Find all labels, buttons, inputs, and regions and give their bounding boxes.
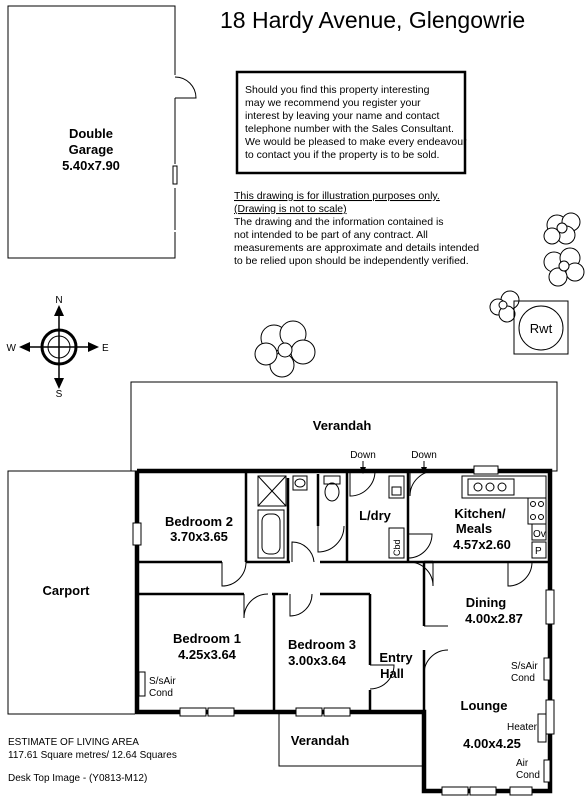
compass-n: N	[55, 295, 62, 306]
verandah-bottom	[278, 712, 424, 767]
notice-border	[235, 70, 467, 175]
estimate-value: 117.61 Square metres/ 12.64 Squares	[8, 750, 177, 761]
verandah-bottom-label: Verandah	[291, 733, 350, 748]
compass-s: S	[56, 389, 63, 400]
rwt-circle	[518, 305, 564, 351]
disclaimer-line-2: not intended to be part of any contract.…	[234, 229, 428, 241]
notice-line-5: We would be pleased to make every endeav…	[245, 136, 467, 148]
garage-label-2: Garage	[69, 142, 114, 157]
heater-label: Heater	[507, 722, 538, 733]
bed1-ss-air-1: S/sAir	[149, 676, 176, 687]
bedroom1-size: 4.25x3.64	[178, 647, 237, 662]
rain-water-tank: Rwt	[513, 300, 569, 355]
disclaimer-underlined-2: (Drawing is not to scale)	[234, 203, 347, 215]
door-swings	[221, 470, 533, 690]
rwt-label: Rwt	[530, 321, 553, 336]
garage-size: 5.40x7.90	[62, 158, 120, 173]
lounge-ss-air-2: Cond	[511, 673, 535, 684]
kitchen-fixtures: Ov P	[461, 475, 547, 559]
garage-outline	[7, 5, 176, 259]
bed1-aircon-unit	[138, 671, 146, 697]
notice-line-2: may we recommend you register your	[245, 97, 421, 109]
notice-line-1: Should you find this property interestin…	[245, 84, 430, 96]
lounge-name: Lounge	[461, 698, 508, 713]
notice-line-3: interest by leaving your name and contac…	[245, 110, 439, 122]
air-cond-2: Cond	[516, 770, 540, 781]
carport-outline	[7, 470, 135, 715]
verandah-top-label: Verandah	[313, 418, 372, 433]
entry-label-1: Entry	[379, 650, 413, 665]
rwt-box	[513, 300, 569, 355]
bed1-ss-air-2: Cond	[149, 688, 173, 699]
estimate-title: ESTIMATE OF LIVING AREA	[8, 737, 139, 748]
downpipe-markers: Down Down	[350, 450, 437, 474]
lounge-aircon-unit-2	[543, 759, 551, 783]
compass-icon: N S W E	[7, 295, 109, 400]
tree-icon	[254, 320, 316, 378]
tree-icon	[543, 212, 581, 245]
outer-walls	[134, 468, 553, 794]
bedroom2-name: Bedroom 2	[165, 514, 233, 529]
heater-unit	[537, 713, 547, 743]
tree-icon	[489, 290, 520, 323]
disclaimer-underlined-1: This drawing is for illustration purpose…	[234, 190, 440, 202]
laundry-label: L/dry	[359, 508, 392, 523]
pantry-label: P	[535, 546, 542, 557]
tree-icon	[543, 247, 585, 287]
down-label-left: Down	[350, 450, 376, 461]
carport-label: Carport	[43, 583, 91, 598]
disclaimer-line-4: to be relied upon should be independentl…	[234, 255, 469, 267]
double-garage: Double Garage 5.40x7.90	[7, 5, 197, 259]
image-ref: Desk Top Image - (Y0813-M12)	[8, 773, 147, 784]
lounge-aircon-unit	[543, 657, 551, 681]
air-cond-1: Air	[516, 758, 529, 769]
dining-name: Dining	[466, 595, 506, 610]
notice-line-4: telephone number with the Sales Consulta…	[245, 123, 454, 135]
lounge-ss-air-1: S/sAir	[511, 661, 538, 672]
windows	[132, 465, 555, 796]
kitchen-size: 4.57x2.60	[453, 537, 511, 552]
bedroom3-size: 3.00x3.64	[288, 653, 347, 668]
bedroom3-name: Bedroom 3	[288, 637, 356, 652]
bedroom1-name: Bedroom 1	[173, 631, 241, 646]
lounge-size: 4.00x4.25	[463, 736, 521, 751]
disclaimer-line-1: The drawing and the information containe…	[234, 216, 444, 228]
kitchen-name-1: Kitchen/	[454, 506, 506, 521]
bathroom-fixtures	[257, 475, 341, 559]
page-title: 18 Hardy Avenue, Glengowrie	[220, 7, 525, 33]
disclaimer: This drawing is for illustration purpose…	[234, 190, 479, 267]
laundry-fixtures: Cbd	[388, 475, 405, 559]
notice-box: Should you find this property interestin…	[235, 70, 467, 175]
bedroom2-size: 3.70x3.65	[170, 529, 228, 544]
cbd-label: Cbd	[392, 539, 402, 556]
interior-walls	[137, 471, 550, 712]
compass-e: E	[102, 343, 109, 354]
kitchen-name-2: Meals	[456, 521, 492, 536]
down-label-right: Down	[411, 450, 437, 461]
entry-label-2: Hall	[380, 666, 404, 681]
compass-w: W	[7, 343, 17, 354]
garage-door-swing	[174, 76, 197, 99]
garage-label-1: Double	[69, 126, 113, 141]
dining-size: 4.00x2.87	[465, 611, 523, 626]
notice-line-6: to contact you if the property is to be …	[245, 149, 439, 161]
disclaimer-line-3: measurements are approximate and details…	[234, 242, 479, 254]
garage-window	[172, 165, 178, 185]
climate-units	[138, 657, 551, 783]
oven-label: Ov	[533, 529, 546, 540]
